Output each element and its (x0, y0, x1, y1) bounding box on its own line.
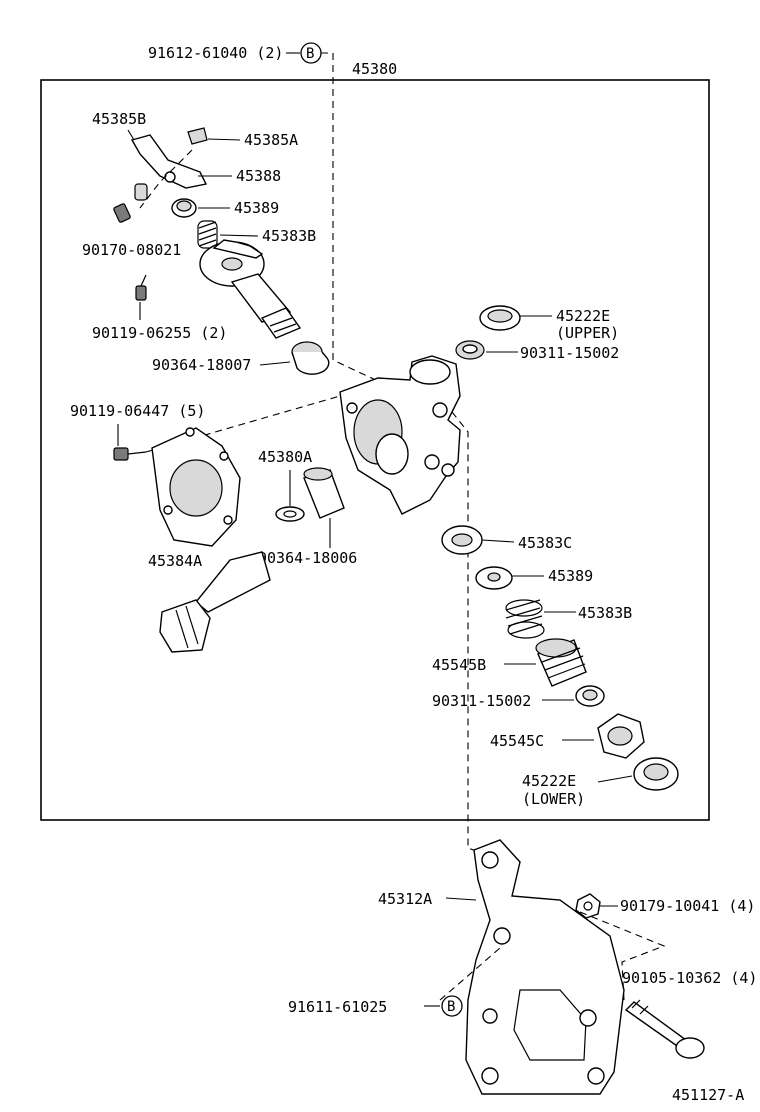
label-90364-18007: 90364-18007 (152, 356, 251, 374)
spring-45383B-top (197, 220, 218, 249)
label-90170-08021: 90170-08021 (82, 241, 181, 259)
label-91612-61040: 91612-61040 (2) (148, 44, 283, 62)
pin-45385A (187, 127, 208, 145)
bushing-90364-18007 (291, 341, 330, 375)
collar-45389-top (171, 198, 197, 218)
collar-45389-mid (475, 566, 513, 590)
bearing-45383C (441, 525, 483, 555)
label-90105-10362: 90105-10362 (4) (622, 969, 757, 987)
label-45222E-lower: 45222E (522, 772, 576, 790)
gear-housing (339, 355, 461, 515)
label-45380A: 45380A (258, 448, 312, 466)
label-45383B-mid: 45383B (578, 604, 632, 622)
bushing-small (134, 183, 148, 201)
label-45380: 45380 (352, 60, 397, 78)
label-90311-15002-top: 90311-15002 (520, 344, 619, 362)
figure-id: 451127-A (672, 1086, 744, 1104)
screw-90170 (113, 203, 131, 223)
seal-90311-upper (455, 340, 485, 360)
sector-shaft-lower (159, 551, 271, 653)
adjuster-45545B (535, 638, 587, 687)
label-91611-61025: 91611-61025 (288, 998, 387, 1016)
cap-45222E-lower (633, 757, 679, 791)
label-45385A: 45385A (244, 131, 298, 149)
label-90311-15002-mid: 90311-15002 (432, 692, 531, 710)
label-90364-18006: 90364-18006 (258, 549, 357, 567)
label-45383C: 45383C (518, 534, 572, 552)
bolt-90119-06447 (113, 447, 147, 461)
label-45389-mid: 45389 (548, 567, 593, 585)
bolt-90119-06255 (135, 274, 147, 301)
end-cover-45384A (151, 427, 241, 547)
spring-45383B-mid (505, 599, 545, 639)
locknut-45545C (597, 713, 645, 759)
label-90119-06255: 90119-06255 (2) (92, 324, 227, 342)
label-45312A: 45312A (378, 890, 432, 908)
label-45545B: 45545B (432, 656, 486, 674)
assembly-frame (40, 79, 710, 821)
label-45385B: 45385B (92, 110, 146, 128)
bolt-90105 (624, 999, 705, 1059)
bracket-45312A (465, 839, 625, 1095)
label-45222E-upper: 45222E (556, 307, 610, 325)
label-45384A: 45384A (148, 552, 202, 570)
label-45388: 45388 (236, 167, 281, 185)
label-45383B-top: 45383B (262, 227, 316, 245)
cap-45222E-upper (479, 305, 521, 331)
label-lower: (LOWER) (522, 790, 585, 808)
label-upper: (UPPER) (556, 324, 619, 342)
bushing-90364-18006 (303, 467, 345, 519)
sector-shaft-upper (199, 239, 302, 339)
washer-45380A (275, 506, 305, 522)
label-90119-06447: 90119-06447 (5) (70, 402, 205, 420)
nut-90179 (575, 893, 601, 919)
label-45545C: 45545C (490, 732, 544, 750)
seal-90311-lower (575, 685, 605, 707)
reference-b-top: B (306, 46, 314, 62)
label-45389-top: 45389 (234, 199, 279, 217)
reference-b-bottom: B (447, 999, 455, 1015)
lever-bracket-45385B (130, 134, 208, 189)
reference-b-circle-bottom (441, 995, 463, 1017)
label-90179-10041: 90179-10041 (4) (620, 897, 755, 915)
